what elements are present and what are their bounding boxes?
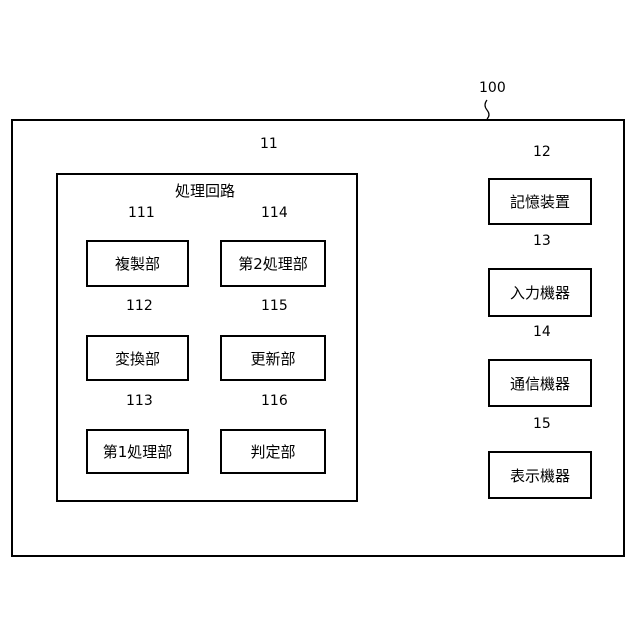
unit-box-first-processing: 第1処理部 [86, 429, 189, 474]
processing-circuit-ref-label: 11 [260, 136, 278, 152]
unit-box-conversion: 変換部 [86, 335, 189, 381]
peripheral-ref-label: 15 [533, 416, 551, 432]
unit-ref-label: 111 [128, 205, 155, 221]
peripheral-ref-label: 12 [533, 144, 551, 160]
processing-circuit-title: 処理回路 [175, 182, 235, 200]
leader-100 [485, 100, 489, 119]
unit-ref-label: 113 [126, 393, 153, 409]
unit-ref-label: 112 [126, 298, 153, 314]
unit-ref-label: 116 [261, 393, 288, 409]
device-ref-label: 100 [479, 80, 506, 96]
unit-ref-label: 115 [261, 298, 288, 314]
unit-box-second-processing: 第2処理部 [220, 240, 326, 287]
unit-ref-label: 114 [261, 205, 288, 221]
unit-box-judgement: 判定部 [220, 429, 326, 474]
unit-box-update: 更新部 [220, 335, 326, 381]
storage-device-box: 記憶装置 [488, 178, 592, 225]
input-device-box: 入力機器 [488, 268, 592, 317]
display-device-box: 表示機器 [488, 451, 592, 499]
communication-device-box: 通信機器 [488, 359, 592, 407]
unit-box-duplication: 複製部 [86, 240, 189, 287]
peripheral-ref-label: 14 [533, 324, 551, 340]
peripheral-ref-label: 13 [533, 233, 551, 249]
